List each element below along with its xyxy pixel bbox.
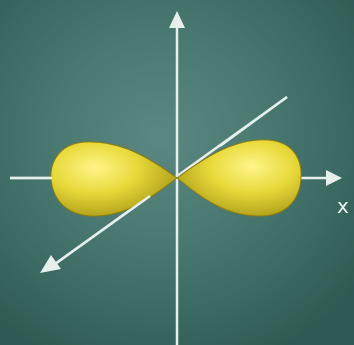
z-axis-front-segment <box>219 95 288 148</box>
y-axis-arrowhead <box>169 11 185 28</box>
z-axis-arrowhead <box>40 255 61 273</box>
x-axis-arrowhead <box>326 170 342 186</box>
z-axis-front-segment-lower <box>54 194 151 266</box>
orbital-lobe-left <box>50 141 178 217</box>
orbital-lobe-right <box>176 139 302 217</box>
x-axis-label: x <box>337 194 349 218</box>
